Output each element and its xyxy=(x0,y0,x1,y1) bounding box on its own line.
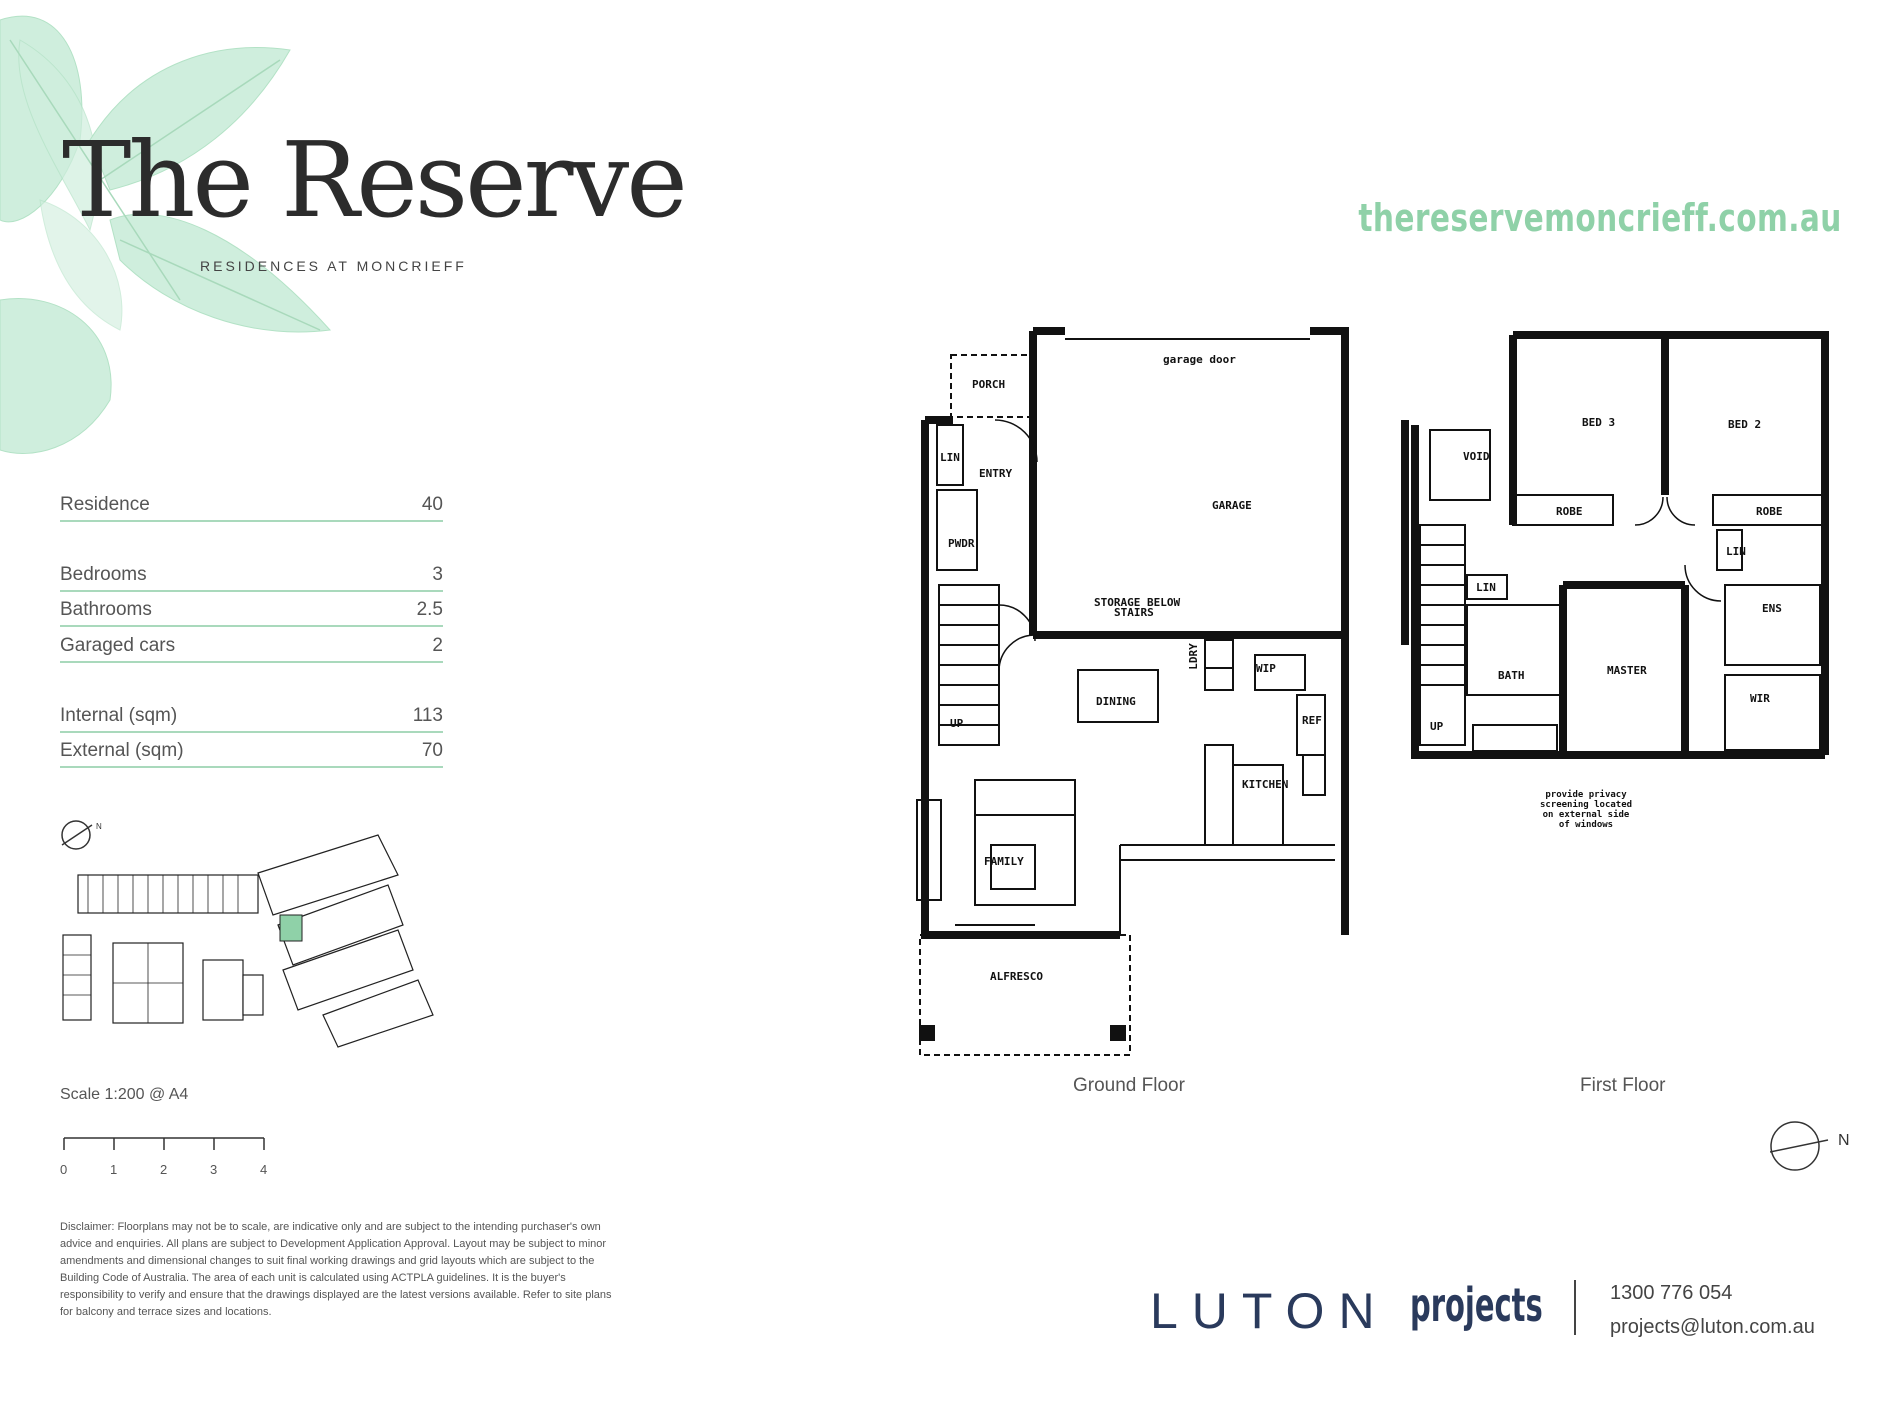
room-wir: WIR xyxy=(1750,692,1770,705)
scale-tick: 3 xyxy=(210,1162,218,1177)
north-label: N xyxy=(1838,1132,1850,1149)
spec-bathrooms: Bathrooms 2.5 xyxy=(60,599,443,627)
spec-value: 2.5 xyxy=(416,599,443,620)
brand-subtitle: RESIDENCES AT MONCRIEFF xyxy=(200,258,467,274)
scale-tick: 0 xyxy=(60,1162,68,1177)
spec-value: 40 xyxy=(421,494,443,515)
ground-floor-plan xyxy=(916,327,1349,1056)
scale-tick: 2 xyxy=(160,1162,168,1177)
website-url[interactable]: thereservemoncrieff.com.au xyxy=(1358,196,1842,240)
leaf-decoration xyxy=(0,15,332,454)
room-dining: DINING xyxy=(1096,695,1136,708)
spec-value: 2 xyxy=(432,635,443,656)
room-master: MASTER xyxy=(1607,664,1647,677)
site-map: N xyxy=(61,820,434,1048)
room-family: FAMILY xyxy=(984,855,1024,868)
site-highlight-unit xyxy=(279,914,303,942)
footer-divider xyxy=(1574,1280,1576,1335)
contact-phone[interactable]: 1300 776 054 xyxy=(1610,1282,1733,1304)
room-robe-bed2: ROBE xyxy=(1756,505,1783,518)
spec-bedrooms: Bedrooms 3 xyxy=(60,564,443,592)
room-garage: GARAGE xyxy=(1212,499,1252,512)
spec-residence: Residence 40 xyxy=(60,494,443,522)
room-wip: WIP xyxy=(1256,662,1276,675)
first-floor-plan xyxy=(1401,331,1829,759)
spec-value: 113 xyxy=(412,705,443,726)
luton-logo-projects: projects xyxy=(1410,1278,1543,1332)
site-north-label: N xyxy=(96,822,102,831)
room-entry: ENTRY xyxy=(979,467,1013,480)
disclaimer: Disclaimer: Floorplans may not be to sca… xyxy=(60,1221,612,1318)
scale-bar xyxy=(63,1137,265,1150)
privacy-screening-note: provide privacy screening located on ext… xyxy=(1539,790,1633,830)
spec-label: Garaged cars xyxy=(60,635,176,656)
ground-floor-label: Ground Floor xyxy=(1073,1075,1185,1096)
room-bath: BATH xyxy=(1498,669,1525,682)
room-storage: STORAGE BELOW xyxy=(1094,596,1181,609)
spec-internal: Internal (sqm) 113 xyxy=(60,705,443,733)
compass-icon xyxy=(61,820,93,850)
spec-label: Internal (sqm) xyxy=(60,705,178,726)
room-void: VOID xyxy=(1463,450,1490,463)
room-kitchen: KITCHEN xyxy=(1242,778,1289,791)
room-lin-hall: LIN xyxy=(1476,581,1496,594)
scale-tick: 4 xyxy=(260,1162,268,1177)
room-lin: LIN xyxy=(940,451,960,464)
room-up-upper: UP xyxy=(1430,720,1444,733)
first-floor-label: First Floor xyxy=(1580,1075,1666,1096)
room-porch: PORCH xyxy=(972,378,1006,391)
room-laundry: LDRY xyxy=(1186,643,1200,670)
spec-value: 70 xyxy=(421,740,443,761)
spec-label: External (sqm) xyxy=(60,740,184,761)
room-storage-stairs: STAIRS xyxy=(1114,606,1154,619)
spec-value: 3 xyxy=(432,564,443,585)
spec-label: Bedrooms xyxy=(60,564,147,585)
spec-label: Residence xyxy=(60,494,150,515)
room-alfresco: ALFRESCO xyxy=(990,970,1043,983)
room-garage-door: garage door xyxy=(1163,353,1236,366)
scale-label: Scale 1:200 @ A4 xyxy=(60,1086,189,1103)
spec-label: Bathrooms xyxy=(60,599,152,620)
room-lin-upper: LIN xyxy=(1726,545,1746,558)
room-ensuite: ENS xyxy=(1762,602,1782,615)
spec-external: External (sqm) 70 xyxy=(60,740,443,768)
room-bed2: BED 2 xyxy=(1728,418,1762,431)
luton-logo-word: LUTON xyxy=(1150,1283,1389,1339)
north-arrow-icon xyxy=(1770,1121,1829,1171)
scale-tick: 1 xyxy=(110,1162,118,1177)
room-bed3: BED 3 xyxy=(1582,416,1616,429)
room-ref: REF xyxy=(1302,714,1322,727)
spec-garaged-cars: Garaged cars 2 xyxy=(60,635,443,663)
room-up: UP xyxy=(950,717,964,730)
room-pwdr: PWDR xyxy=(948,537,975,550)
contact-email[interactable]: projects@luton.com.au xyxy=(1610,1316,1815,1338)
room-robe-bed3: ROBE xyxy=(1556,505,1583,518)
brand-title: The Reserve xyxy=(62,119,688,241)
